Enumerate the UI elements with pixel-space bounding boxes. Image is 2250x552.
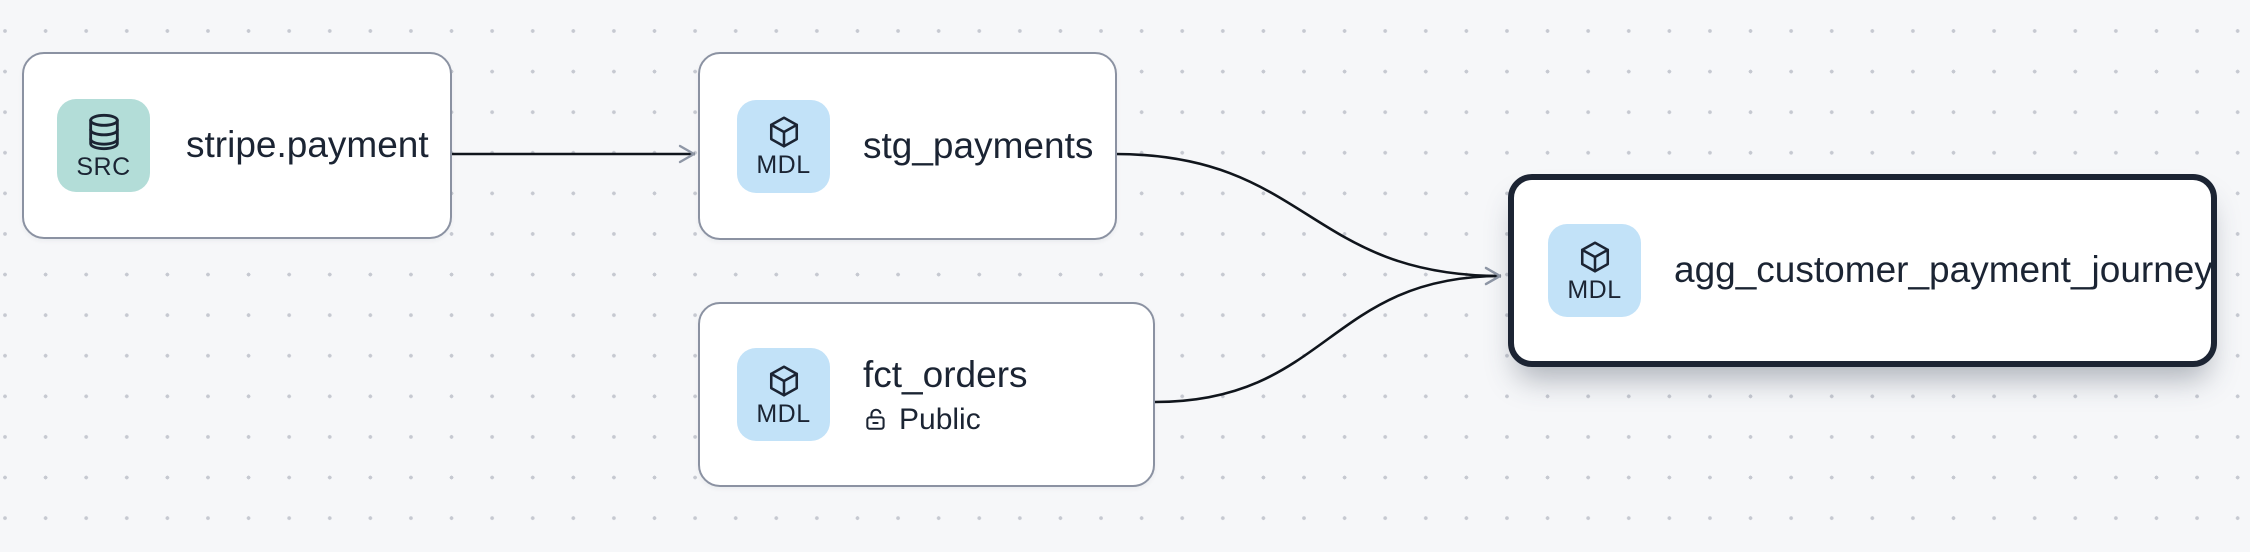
source-type-badge: SRC — [57, 99, 150, 192]
model-type-badge: MDL — [737, 348, 830, 441]
node-agg-customer-payment-journey[interactable]: MDL agg_customer_payment_journey — [1508, 174, 2217, 367]
access-label: Public — [899, 402, 981, 436]
model-type-badge: MDL — [1548, 224, 1641, 317]
edge-stg-payments-to-agg-customer-payment-journey — [1114, 152, 1502, 286]
model-type-badge: MDL — [737, 99, 830, 193]
node-stripe-payment[interactable]: SRC stripe.payment — [22, 52, 452, 239]
cube-icon — [769, 116, 798, 148]
node-fct-orders[interactable]: MDL fct_orders Public — [698, 302, 1155, 487]
node-title: stripe.payment — [186, 124, 429, 166]
badge-label: SRC — [76, 152, 131, 181]
node-title: agg_customer_payment_journey — [1674, 249, 2213, 291]
cube-icon — [769, 364, 798, 397]
cube-icon — [1580, 240, 1609, 273]
node-title: stg_payments — [863, 124, 1094, 166]
edge-fct-orders-to-agg-customer-payment-journey — [1154, 266, 1502, 404]
badge-label: MDL — [1567, 275, 1622, 304]
badge-label: MDL — [756, 399, 811, 428]
badge-label: MDL — [756, 151, 811, 179]
node-title: fct_orders — [863, 354, 1028, 396]
lock-open-icon — [866, 408, 885, 430]
access-row: Public — [863, 403, 1028, 436]
node-text: fct_orders Public — [863, 353, 1028, 435]
database-icon — [88, 113, 119, 150]
node-stg-payments[interactable]: MDL stg_payments — [698, 52, 1117, 240]
